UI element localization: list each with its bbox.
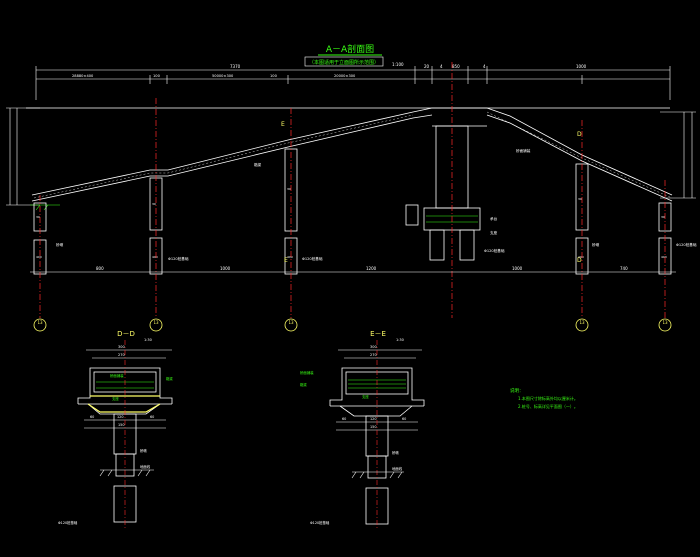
svg-text:30: 30 bbox=[661, 215, 665, 219]
axis-label-1: 13 bbox=[37, 320, 43, 325]
top-sub-dim-1: 28880×400 bbox=[72, 74, 94, 78]
e-label-deck: 桥面铺装 bbox=[300, 370, 314, 375]
section-mark-e-bottom: E bbox=[284, 257, 288, 264]
section-d-ground bbox=[99, 469, 154, 477]
top-dimension-lines bbox=[35, 66, 671, 100]
label-deck: 桥面铺装 bbox=[516, 148, 531, 153]
bottom-dim-3: 1200 bbox=[366, 266, 377, 271]
top-dim-5: 4 bbox=[483, 64, 486, 69]
svg-text:400: 400 bbox=[287, 255, 293, 259]
svg-text:400: 400 bbox=[661, 255, 667, 259]
d-label-pile: Φ120桩基础 bbox=[58, 520, 78, 525]
e-label-pier: 桥墩 bbox=[392, 450, 399, 455]
subtitle: （本图适用于立面图所示范围） bbox=[309, 59, 379, 66]
d-label-beam: 箱梁 bbox=[166, 376, 173, 381]
section-e-scale: 1:30 bbox=[396, 338, 404, 342]
label-bearing: 支座 bbox=[490, 230, 498, 235]
bottom-dim-4: 1000 bbox=[512, 266, 523, 271]
svg-text:400: 400 bbox=[36, 255, 42, 259]
e-dim-3: 60 bbox=[342, 417, 346, 421]
e-dim-2: 270 bbox=[370, 353, 377, 357]
left-dimension bbox=[6, 107, 40, 206]
e-dim-4: 120 bbox=[370, 417, 376, 421]
section-mark-d-bottom: D bbox=[577, 257, 582, 264]
top-dim-2: 20 bbox=[424, 64, 430, 69]
d-dim-1: 300 bbox=[118, 345, 125, 349]
bottom-dim-2: 1000 bbox=[220, 266, 231, 271]
e-label-beam: 箱梁 bbox=[300, 382, 307, 387]
svg-text:400: 400 bbox=[578, 255, 584, 259]
label-pier-left: 桥墩 bbox=[56, 242, 64, 247]
label-pile-2: Φ120桩基础 bbox=[168, 256, 189, 261]
axis-label-3: 13 bbox=[288, 320, 294, 325]
axis-centerlines bbox=[39, 62, 666, 318]
axis-label-2: 13 bbox=[153, 320, 159, 325]
top-sub-dim-2: 100 bbox=[153, 74, 161, 78]
d-label-bearing: 支座 bbox=[112, 396, 119, 401]
svg-text:30: 30 bbox=[287, 187, 291, 191]
note-1: 1.本图尺寸除标高外均以厘米计。 bbox=[518, 395, 578, 401]
note-2: 2.桩号、标高详见平面图（一）。 bbox=[518, 403, 578, 409]
top-dim-4: 850 bbox=[452, 64, 460, 69]
top-dim-3: 4 bbox=[440, 64, 443, 69]
d-dim-3: 60 bbox=[90, 415, 94, 419]
e-dim-6: 150 bbox=[370, 425, 376, 429]
d-dim-5: 60 bbox=[150, 415, 154, 419]
section-d-scale: 1:30 bbox=[144, 338, 152, 342]
bottom-dim-1: 800 bbox=[96, 266, 104, 271]
top-sub-dim-3: 100 bbox=[270, 74, 278, 78]
axis-label-5: 13 bbox=[662, 320, 668, 325]
label-pile-central: Φ120桩基础 bbox=[484, 248, 505, 253]
svg-text:30: 30 bbox=[152, 202, 156, 206]
subtitle-box bbox=[304, 56, 384, 67]
d-dim-2: 270 bbox=[118, 353, 125, 357]
central-pier bbox=[405, 125, 481, 261]
e-label-ground: 地面线 bbox=[392, 466, 403, 471]
e-dim-1: 300 bbox=[370, 345, 377, 349]
section-mark-e-top: E bbox=[281, 121, 285, 128]
section-mark-d-top: D bbox=[577, 131, 582, 138]
label-cap: 承台 bbox=[490, 216, 498, 221]
top-sub-dim-4: 50000×300 bbox=[212, 74, 234, 78]
slope-hatch bbox=[30, 204, 60, 211]
top-dim-1: 7370 bbox=[230, 64, 241, 69]
notes-title: 说明： bbox=[510, 387, 524, 394]
axis-bubbles bbox=[33, 318, 672, 332]
e-label-pile: Φ120桩基础 bbox=[310, 520, 330, 525]
d-label-pier: 桥墩 bbox=[140, 448, 147, 453]
d-label-ground: 地面线 bbox=[140, 464, 151, 469]
scale-label: 1:100 bbox=[392, 62, 404, 67]
side-piers bbox=[33, 148, 672, 275]
top-sub-dim-5: 20000×300 bbox=[334, 74, 356, 78]
right-dimension bbox=[660, 111, 696, 199]
section-d-dims bbox=[86, 349, 172, 359]
title: A－A剖面图 bbox=[326, 43, 374, 55]
label-pier-right: 桥墩 bbox=[592, 242, 600, 247]
bridge-deck-profile bbox=[26, 107, 673, 202]
section-e-title: E－E bbox=[370, 330, 386, 338]
section-e-ground bbox=[351, 471, 404, 479]
bottom-dim-5: 740 bbox=[620, 266, 628, 271]
e-label-bearing: 支座 bbox=[362, 394, 369, 399]
section-d-slab bbox=[87, 395, 161, 413]
d-label-deck: 桥面铺装 bbox=[110, 373, 124, 378]
section-e-dims bbox=[338, 349, 422, 359]
label-pile-5: Φ120桩基础 bbox=[676, 242, 697, 247]
svg-text:400: 400 bbox=[152, 255, 158, 259]
section-d-title: D－D bbox=[117, 330, 135, 338]
top-dim-6: 1000 bbox=[576, 64, 587, 69]
svg-text:30: 30 bbox=[578, 197, 582, 201]
label-beam: 箱梁 bbox=[254, 162, 262, 167]
d-dim-4: 120 bbox=[117, 415, 123, 419]
svg-text:30: 30 bbox=[36, 215, 40, 219]
d-dim-6: 150 bbox=[118, 423, 124, 427]
axis-label-4: 13 bbox=[579, 320, 585, 325]
e-dim-5: 60 bbox=[402, 417, 406, 421]
label-pile-3: Φ120桩基础 bbox=[302, 256, 323, 261]
